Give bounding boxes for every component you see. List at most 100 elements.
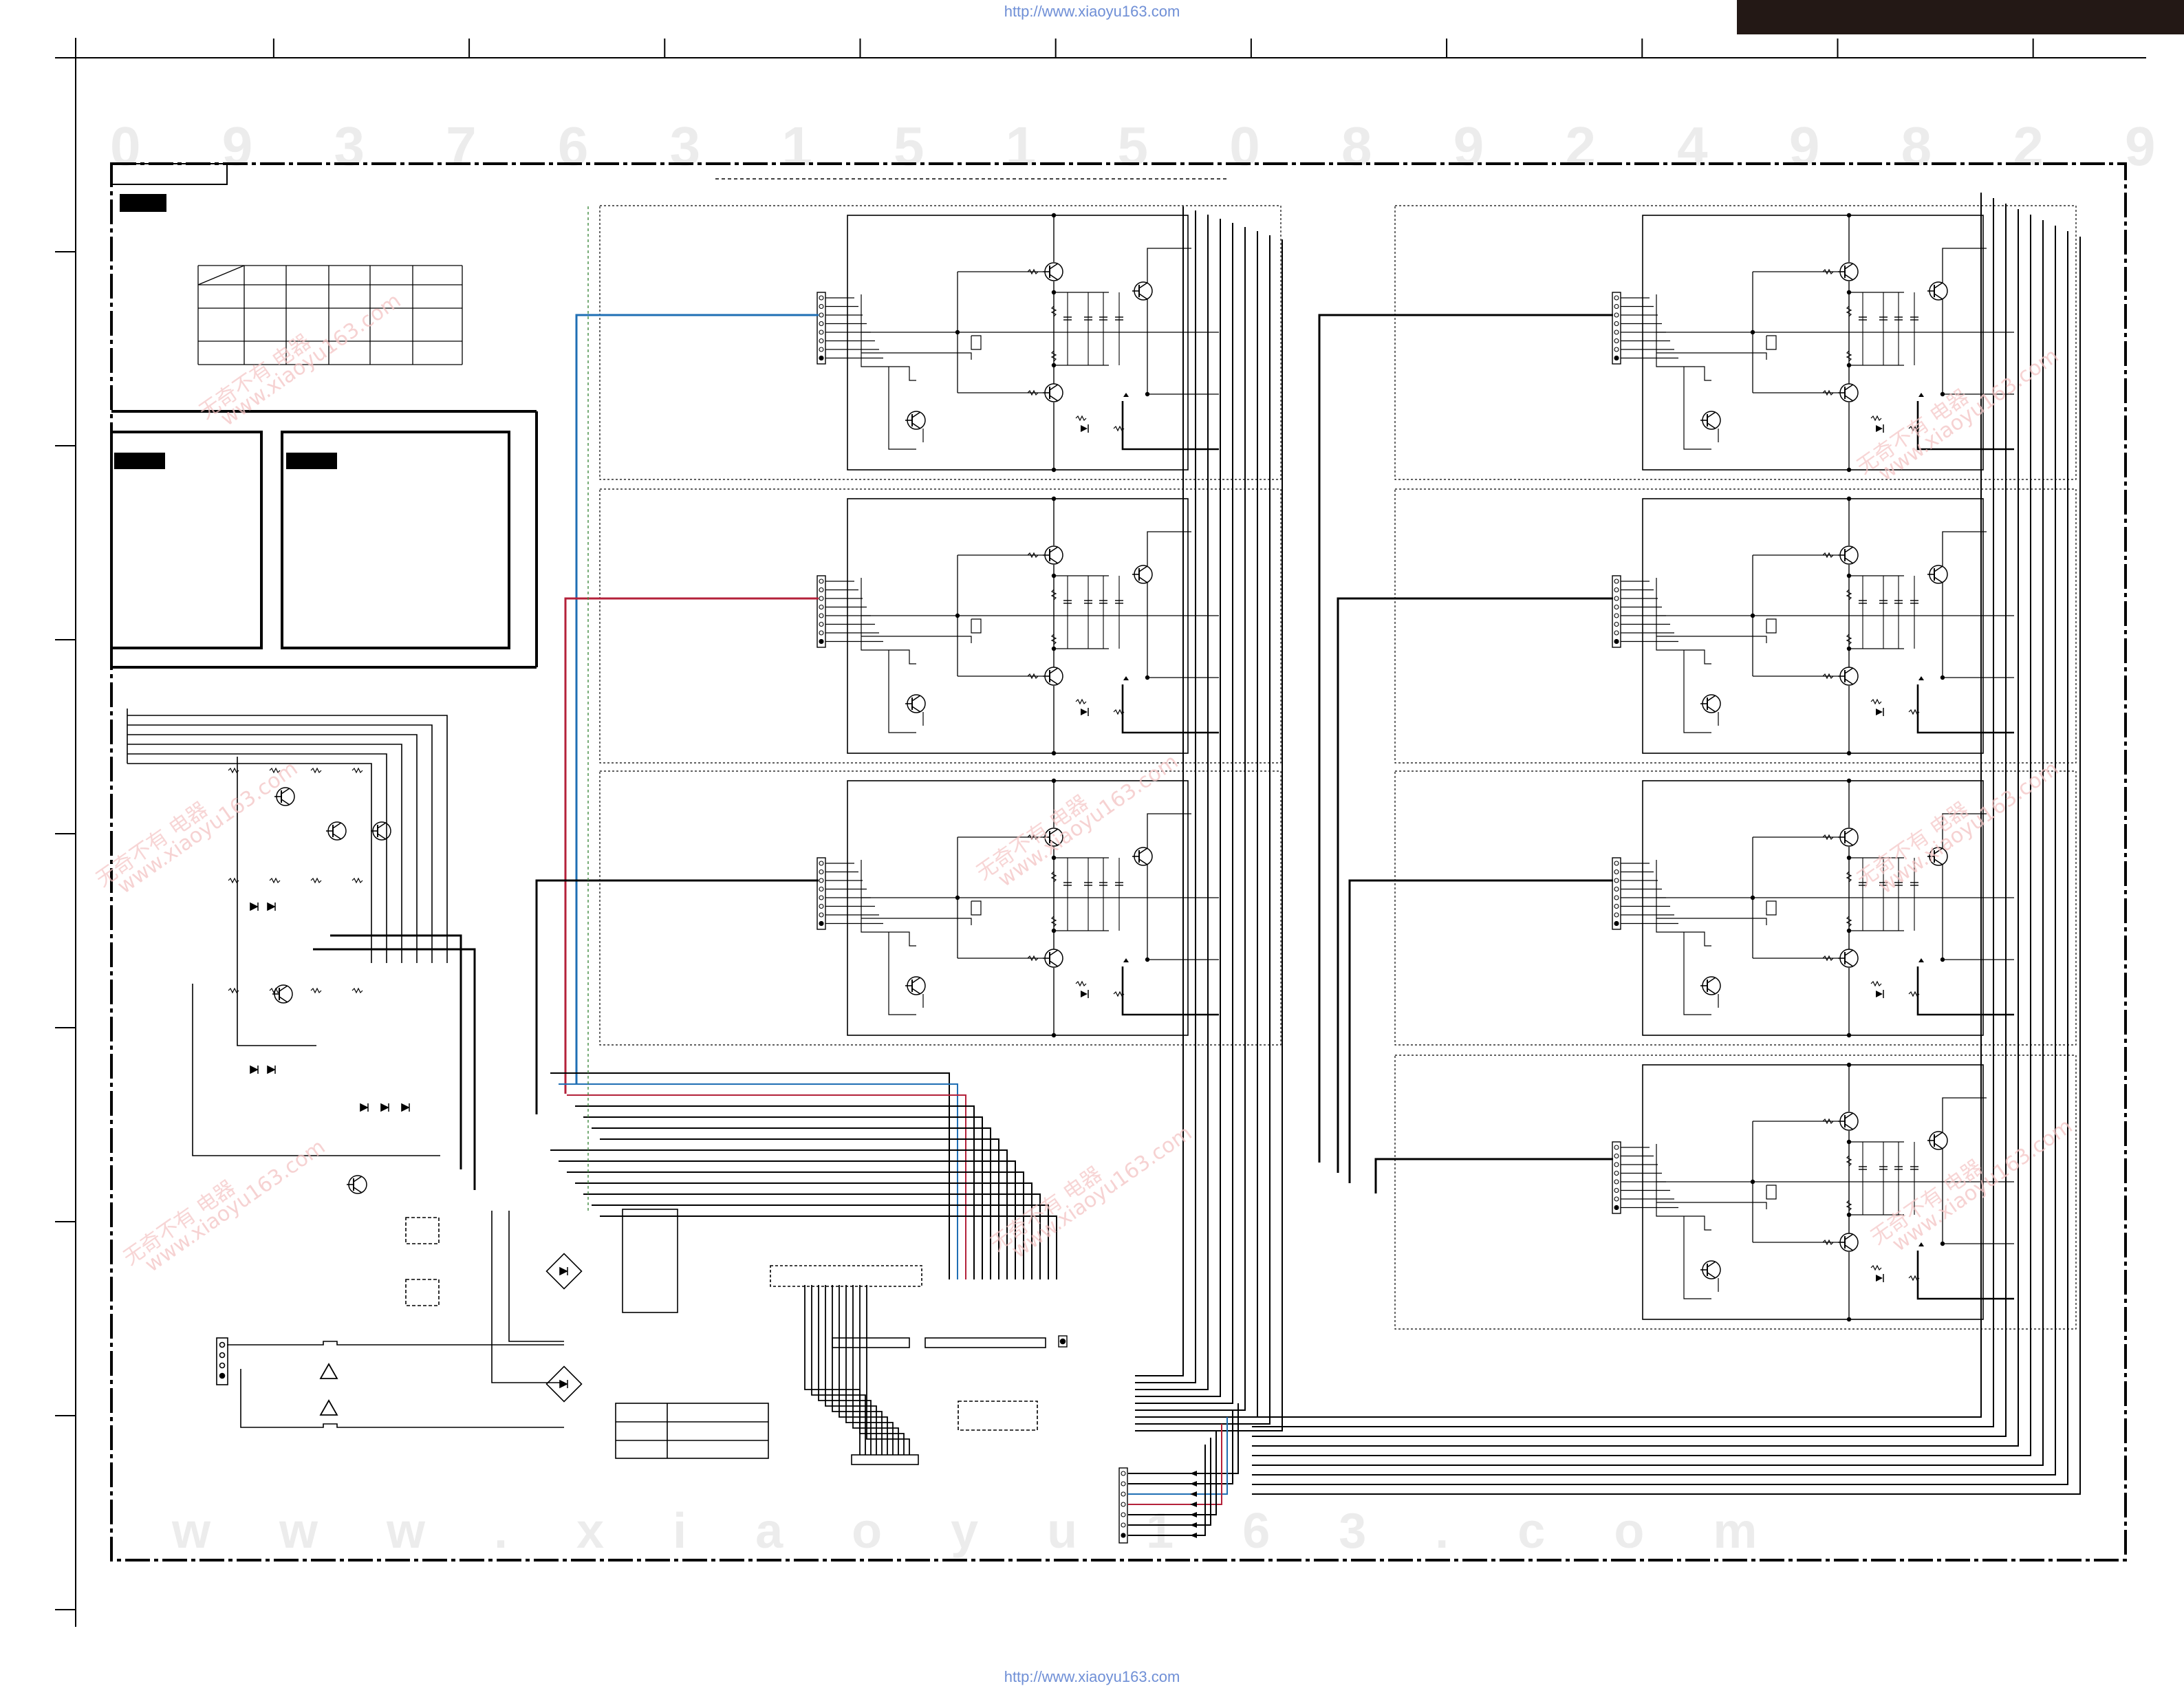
capacitor-symbol (1084, 316, 1092, 321)
diode-symbol (1876, 990, 1884, 998)
transistor-symbol (1838, 667, 1859, 686)
pin-1 (1121, 1533, 1126, 1538)
header-strip-3 (851, 1454, 919, 1465)
transistor-symbol (272, 984, 293, 1004)
pin (1614, 1187, 1619, 1193)
channel-frame (1642, 498, 1984, 754)
watermark-url-top[interactable]: http://www.xiaoyu163.com (1004, 3, 1180, 20)
pin (1614, 1170, 1619, 1176)
label-tag-1 (120, 194, 166, 212)
diode-symbol (380, 1103, 389, 1112)
junction-dot (1145, 957, 1150, 962)
junction-dot (1750, 613, 1755, 618)
capacitor-symbol (1099, 600, 1107, 604)
amplifier-channel (1394, 770, 2077, 1046)
page-frame (55, 0, 2184, 1627)
signal-arrow (1190, 1522, 1197, 1528)
transistor-symbol (1700, 976, 1721, 995)
signal-arrow (1190, 1533, 1197, 1538)
pin (819, 630, 824, 636)
watermark-stamp-url: www.xiaoyu163.com (1888, 1114, 2077, 1257)
channel-frame (1642, 1064, 1984, 1320)
junction-dot (1750, 1179, 1755, 1185)
resistor-symbol (1050, 871, 1057, 883)
channel-boundary (599, 488, 1282, 764)
diode-symbol (250, 1065, 259, 1074)
arrow (1123, 393, 1129, 397)
bridge-rectifier (545, 1365, 583, 1403)
pin (1614, 312, 1619, 318)
transistor-symbol (1043, 667, 1063, 686)
capacitor-symbol (1859, 1166, 1867, 1170)
amplifier-channel (1394, 488, 2077, 764)
junction-dot (1051, 1033, 1057, 1038)
transistor-symbol (1838, 1233, 1859, 1252)
pin (1614, 295, 1619, 301)
signal-arrow (1190, 1471, 1197, 1476)
pin-header (1612, 575, 1621, 648)
pin (1614, 596, 1619, 601)
label-table (615, 1403, 769, 1459)
arrow (1918, 958, 1924, 962)
junction-dot (1940, 391, 1945, 397)
pin-header (1058, 1335, 1068, 1348)
resistor-symbol (1846, 589, 1852, 601)
junction-dot (1940, 1241, 1945, 1246)
pin (1121, 1491, 1126, 1497)
resistor-symbol (1027, 673, 1039, 680)
resistor-symbol (1822, 389, 1834, 396)
junction-dot (1051, 855, 1057, 861)
signal-arrow (1190, 1512, 1197, 1517)
title-block-bar (1737, 0, 2184, 34)
resistor-symbol (1870, 980, 1882, 987)
ac-inlet (216, 1337, 228, 1385)
capacitor-symbol (1859, 316, 1867, 321)
junction-dot (1051, 213, 1057, 218)
pin (819, 878, 824, 883)
pin (819, 338, 824, 344)
pin (819, 869, 824, 875)
pin (1614, 329, 1619, 335)
transistor-symbol (1132, 847, 1153, 866)
pin (1614, 579, 1619, 584)
junction-dot (1051, 573, 1057, 579)
channel-boundary (599, 770, 1282, 1046)
arrow (1918, 1242, 1924, 1246)
capacitor-symbol (1084, 600, 1092, 604)
pin (819, 321, 824, 327)
pin-header (1612, 292, 1621, 365)
junction-dot (955, 613, 960, 618)
pin (819, 912, 824, 918)
resistor-symbol (1846, 871, 1852, 883)
transistor-symbol (1043, 545, 1063, 565)
transistor-symbol (1043, 262, 1063, 281)
header-strip-1 (832, 1337, 910, 1348)
pin (819, 303, 824, 310)
resistor-symbol (1050, 634, 1057, 645)
resistor-symbol (1870, 415, 1882, 422)
watermark-stamp-url: www.xiaoyu163.com (113, 757, 303, 899)
diode-symbol (1081, 424, 1089, 433)
resistor-symbol (1870, 698, 1882, 705)
junction-dot (1846, 750, 1852, 756)
pin (1614, 1145, 1619, 1150)
watermark-digits-left: 0 9 3 7 6 3 1 5 1 5 0 (110, 116, 1293, 177)
capacitor-symbol (1063, 316, 1072, 321)
amplifier-modules (599, 205, 2077, 1330)
transistor-symbol (1927, 565, 1948, 584)
resistor-symbol (1027, 955, 1039, 962)
watermark-stamp-url: www.xiaoyu163.com (217, 289, 406, 431)
transistor-symbol (1927, 1131, 1948, 1150)
pin (1614, 1179, 1619, 1185)
resistor-symbol (1050, 589, 1057, 601)
capacitor-symbol (1894, 1166, 1903, 1170)
watermark-stamp-url: www.xiaoyu163.com (1008, 1121, 1197, 1264)
watermark-url-bottom[interactable]: http://www.xiaoyu163.com (1004, 1668, 1180, 1685)
arrow (1918, 393, 1924, 397)
junction-dot (955, 329, 960, 335)
resistor-symbol (1822, 955, 1834, 962)
junction-dot (1846, 1062, 1852, 1068)
arrow (1918, 676, 1924, 680)
junction-dot (1846, 573, 1852, 579)
resistor-symbol (1027, 552, 1039, 559)
